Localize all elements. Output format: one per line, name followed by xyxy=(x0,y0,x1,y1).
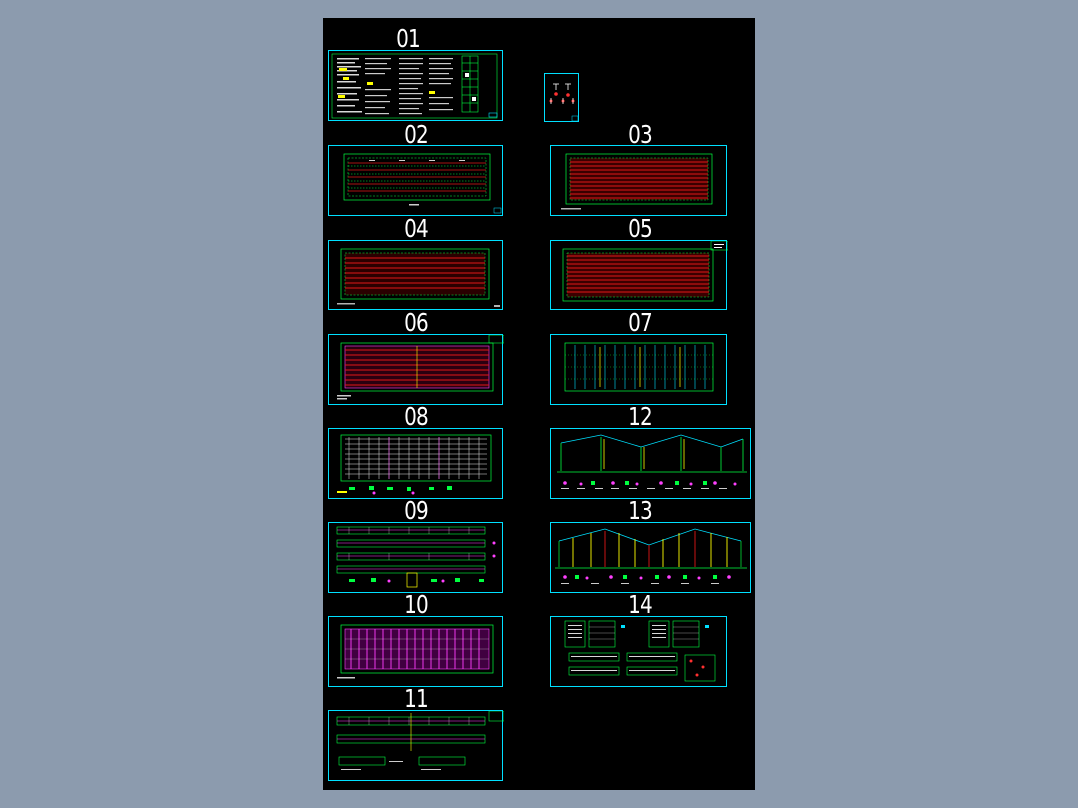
sheet-label-04: 04 xyxy=(404,214,429,243)
plan-07 xyxy=(564,342,714,392)
sheet-label-12: 12 xyxy=(628,402,653,431)
frame-elevation-13 xyxy=(555,528,747,584)
drawing-panel-08[interactable] xyxy=(328,428,503,499)
drawing-panel-04[interactable] xyxy=(328,240,503,310)
drawing-panel-11[interactable] xyxy=(328,710,504,781)
detail-panel-small[interactable] xyxy=(544,73,579,122)
notes-drawing xyxy=(331,53,498,119)
drawing-panel-13[interactable] xyxy=(550,522,751,593)
roof-plan-03 xyxy=(561,153,713,210)
plan-05 xyxy=(562,241,728,302)
sheet-label-03: 03 xyxy=(628,120,653,149)
plan-08 xyxy=(337,434,492,495)
sheet-label-13: 13 xyxy=(628,496,653,525)
purlin-layout-09 xyxy=(336,526,496,588)
drawing-panel-03[interactable] xyxy=(550,145,727,216)
sheet-label-11: 11 xyxy=(404,684,429,713)
sheet-label-01: 01 xyxy=(396,24,421,53)
purlin-layout-11 xyxy=(336,711,504,770)
details-14 xyxy=(564,620,716,682)
sheet-label-05: 05 xyxy=(628,214,653,243)
sheet-label-10: 10 xyxy=(404,590,429,619)
sheet-label-07: 07 xyxy=(628,308,653,337)
drawing-panel-01[interactable] xyxy=(328,50,503,121)
drawing-panel-09[interactable] xyxy=(328,522,503,593)
plan-04 xyxy=(337,248,500,307)
drawing-panel-10[interactable] xyxy=(328,616,503,687)
detail-symbols xyxy=(549,83,579,122)
sheet-label-02: 02 xyxy=(404,120,429,149)
frame-elevation-12 xyxy=(557,434,747,489)
drawing-panel-14[interactable] xyxy=(550,616,727,687)
sheet-label-09: 09 xyxy=(404,496,429,525)
sheet-label-14: 14 xyxy=(628,590,653,619)
sheet-label-06: 06 xyxy=(404,308,429,337)
roof-plan-02 xyxy=(343,153,502,214)
drawing-panel-07[interactable] xyxy=(550,334,727,405)
sheet-label-08: 08 xyxy=(404,402,429,431)
plan-10 xyxy=(337,624,494,679)
drawing-panel-02[interactable] xyxy=(328,145,503,216)
plan-06 xyxy=(337,335,504,400)
drawing-panel-05[interactable] xyxy=(550,240,728,310)
drawing-panel-06[interactable] xyxy=(328,334,504,405)
drawing-panel-12[interactable] xyxy=(550,428,751,499)
drawing-sheet: 01 xyxy=(323,18,755,790)
